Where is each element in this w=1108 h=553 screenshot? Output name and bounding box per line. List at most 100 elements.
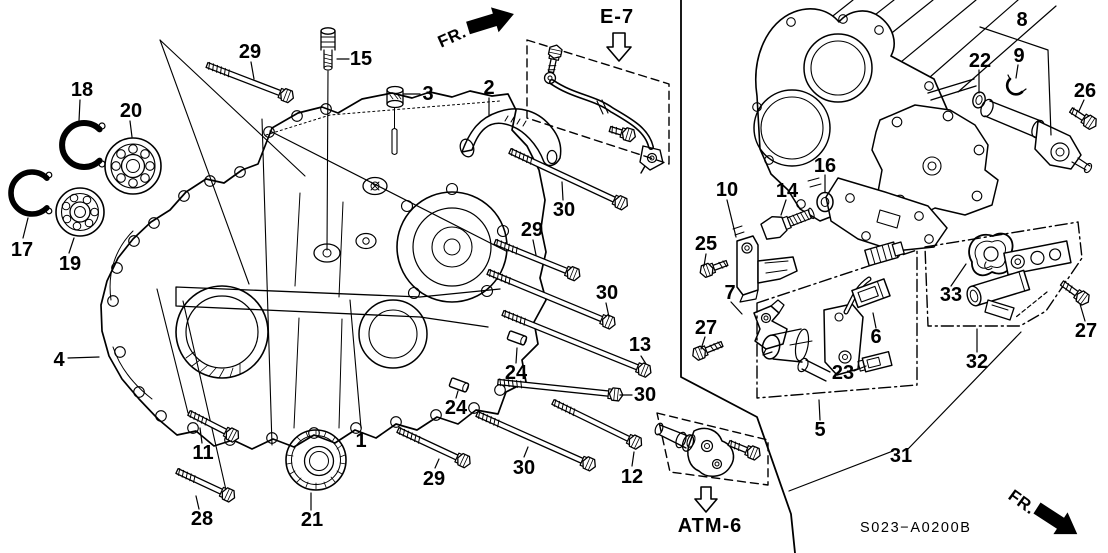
dowel-pin-24-b-drawing [448,377,470,393]
part-label-21: 21 [300,509,324,531]
bolt-27-right-drawing [1059,280,1090,306]
bolt-e7-upper-drawing [547,44,563,74]
bolt-28-drawing [175,467,236,503]
connector-main-drawing [864,241,905,267]
bearing-20-drawing [104,137,162,195]
bracket-7-drawing [753,299,788,356]
atm6-dashed-box [656,412,769,486]
bolt-26-drawing [1068,107,1097,131]
e7-dashed-box [526,39,670,165]
part-label-20: 20 [119,100,143,122]
part-label-9: 9 [1013,45,1025,67]
part-label-23: 23 [831,362,855,384]
part-label-25: 25 [694,233,718,255]
part-label-30-c: 30 [633,384,657,406]
bolt-13-drawing [501,309,652,378]
bolt-30-d-drawing [475,410,596,472]
accumulator-8-drawing [972,74,1093,174]
fr-arrow-top [466,7,514,35]
label-leader-lines [22,26,1086,511]
bolt-29-mid-drawing [493,238,581,282]
part-label-18: 18 [70,79,94,101]
bolt-e7-lower-drawing [608,125,636,143]
bolt-29-bottom-drawing [396,426,471,469]
valve-body-lower-plate [825,177,948,252]
bearing-19-drawing [55,187,105,237]
bolt-30-a-drawing [508,147,629,211]
bracket-10-drawing [732,225,798,303]
sensor-14-drawing [760,207,815,240]
part-label-17: 17 [10,239,34,261]
part-label-1: 1 [355,430,367,452]
part-label-3: 3 [422,83,434,105]
bolt-29-top-drawing [205,61,295,104]
section-leader-lines [156,39,362,491]
part-label-33: 33 [939,284,963,306]
part-label-7: 7 [724,282,736,304]
part-label-2: 2 [483,77,495,99]
gasket-ring-small [803,33,873,103]
part-label-13: 13 [628,334,652,356]
part-label-6: 6 [870,326,882,348]
part-label-28: 28 [190,508,214,530]
part-label-27-left: 27 [694,317,718,339]
part-label-8: 8 [1016,9,1028,31]
atm6-inset [654,412,769,513]
oil-seal-21-drawing [285,429,347,491]
divider-line [680,0,796,553]
housing-drawing [100,90,547,450]
ref-label-atm6: ATM-6 [677,515,743,537]
part-label-32: 32 [965,351,989,373]
clip-9-drawing [1005,74,1027,96]
part-label-26: 26 [1073,80,1097,102]
part-label-4: 4 [53,349,65,371]
dowel-pin-24-a-drawing [506,330,528,346]
part-label-12: 12 [620,466,644,488]
part-label-5: 5 [814,419,826,441]
solenoid-32-chain-box [924,221,1083,327]
connector-23-drawing [857,350,893,373]
drawing-code: S023−A0200B [860,519,972,536]
atm6-down-arrow [694,486,718,513]
gasket-ring-large [753,89,831,167]
bolt-27-left-drawing [692,340,724,361]
part-label-27-right: 27 [1074,320,1098,342]
part-label-15: 15 [349,48,373,70]
part-label-29-bottom: 29 [422,468,446,490]
bolt-30-b-drawing [486,268,616,330]
part-label-30-b: 30 [595,282,619,304]
part-label-29-mid: 29 [520,219,544,241]
bracket-2-drawing [459,108,562,167]
e7-up-arrow [606,32,632,62]
bolt-12-drawing [551,399,643,450]
seal-hatching [286,429,347,490]
part-label-19: 19 [58,253,82,275]
fr-arrow-bottom [1033,502,1078,535]
bolt-11-drawing [187,410,240,443]
solenoid-5-chain-box [756,249,918,399]
valve-body-drawing [871,104,999,219]
cap-3-drawing [386,85,404,156]
solenoid-32-assembly-drawing [924,221,1083,327]
bolt-30-c-drawing [497,378,624,402]
ref-label-e7: E-7 [599,6,635,28]
part-label-22: 22 [968,50,992,72]
connector-6-drawing [851,278,891,309]
flange-bolt-holes [107,103,506,446]
part-label-10: 10 [715,179,739,201]
part-label-16: 16 [813,155,837,177]
bolt-25-drawing [699,259,729,279]
part-label-30-d: 30 [512,457,536,479]
part-label-31: 31 [889,445,913,467]
snap-ring-18-drawing [59,120,106,170]
bolt-atm6-drawing [727,439,761,461]
snap-ring-17-drawing [8,169,53,217]
part-label-11: 11 [192,442,214,464]
e7-inset [526,32,670,174]
part-label-30-a: 30 [552,199,576,221]
part-label-29-top: 29 [238,41,262,63]
part-label-24-b: 24 [444,397,468,419]
breather-15-drawing [320,27,336,251]
